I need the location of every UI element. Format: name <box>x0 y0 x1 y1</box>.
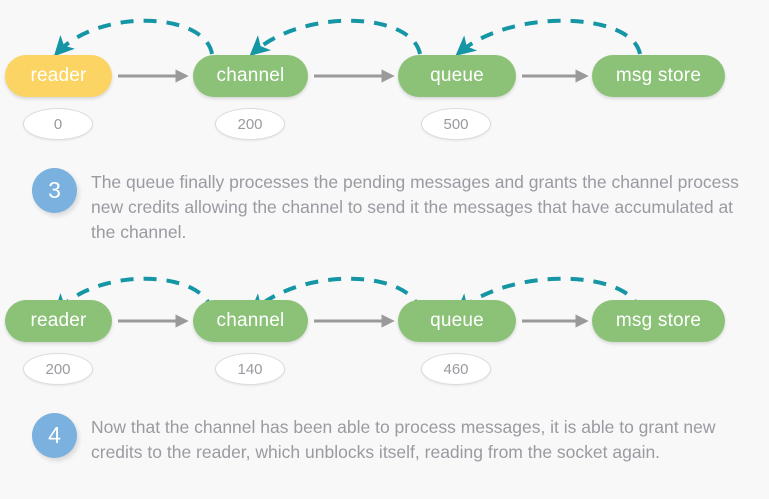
node-channel-top[interactable]: channel <box>193 55 308 97</box>
credit-flow-diagram-top: reader channel queue msg store 0 200 500 <box>0 0 769 155</box>
credit-arc-msgstore-to-queue <box>455 18 642 56</box>
credit-value: 500 <box>443 115 469 133</box>
step-3-row: 3 The queue finally processes the pendin… <box>0 168 769 245</box>
node-label: queue <box>430 310 484 331</box>
credit-pill-channel-top: 200 <box>215 108 285 140</box>
step-4-number-badge: 4 <box>32 413 77 458</box>
node-queue-top[interactable]: queue <box>398 55 516 97</box>
node-label: msg store <box>615 310 702 331</box>
node-msgstore-bottom[interactable]: msg store <box>592 300 725 342</box>
node-label: msg store <box>615 65 702 86</box>
step-3-number-badge: 3 <box>32 168 77 213</box>
credit-value: 140 <box>237 360 263 378</box>
step-number: 4 <box>48 422 61 448</box>
step-3-description: The queue finally processes the pending … <box>91 172 739 242</box>
credit-value: 200 <box>237 115 263 133</box>
step-number: 3 <box>48 177 61 203</box>
step-4-row: 4 Now that the channel has been able to … <box>0 413 769 465</box>
credit-value: 200 <box>45 360 71 378</box>
node-label: queue <box>430 65 484 86</box>
node-label: channel <box>216 65 285 86</box>
node-msgstore-top[interactable]: msg store <box>592 55 725 97</box>
credit-pill-reader-bottom: 200 <box>23 353 93 385</box>
credit-pill-reader-top: 0 <box>23 108 93 140</box>
node-reader-top[interactable]: reader <box>5 55 112 97</box>
node-label: channel <box>216 310 285 331</box>
credit-value: 460 <box>443 360 469 378</box>
credit-flow-diagram-bottom: reader channel queue msg store 200 140 4… <box>0 262 769 407</box>
credit-value: 0 <box>53 115 63 133</box>
credit-arc-channel-to-reader <box>53 18 214 57</box>
node-channel-bottom[interactable]: channel <box>193 300 308 342</box>
credit-pill-channel-bottom: 140 <box>215 353 285 385</box>
node-label: reader <box>30 65 87 86</box>
credit-pill-queue-top: 500 <box>421 108 491 140</box>
step-4-description: Now that the channel has been able to pr… <box>91 417 716 462</box>
credit-pill-queue-bottom: 460 <box>421 353 491 385</box>
node-label: reader <box>30 310 87 331</box>
credit-arc-queue-to-channel <box>249 18 422 56</box>
node-queue-bottom[interactable]: queue <box>398 300 516 342</box>
node-reader-bottom[interactable]: reader <box>5 300 112 342</box>
